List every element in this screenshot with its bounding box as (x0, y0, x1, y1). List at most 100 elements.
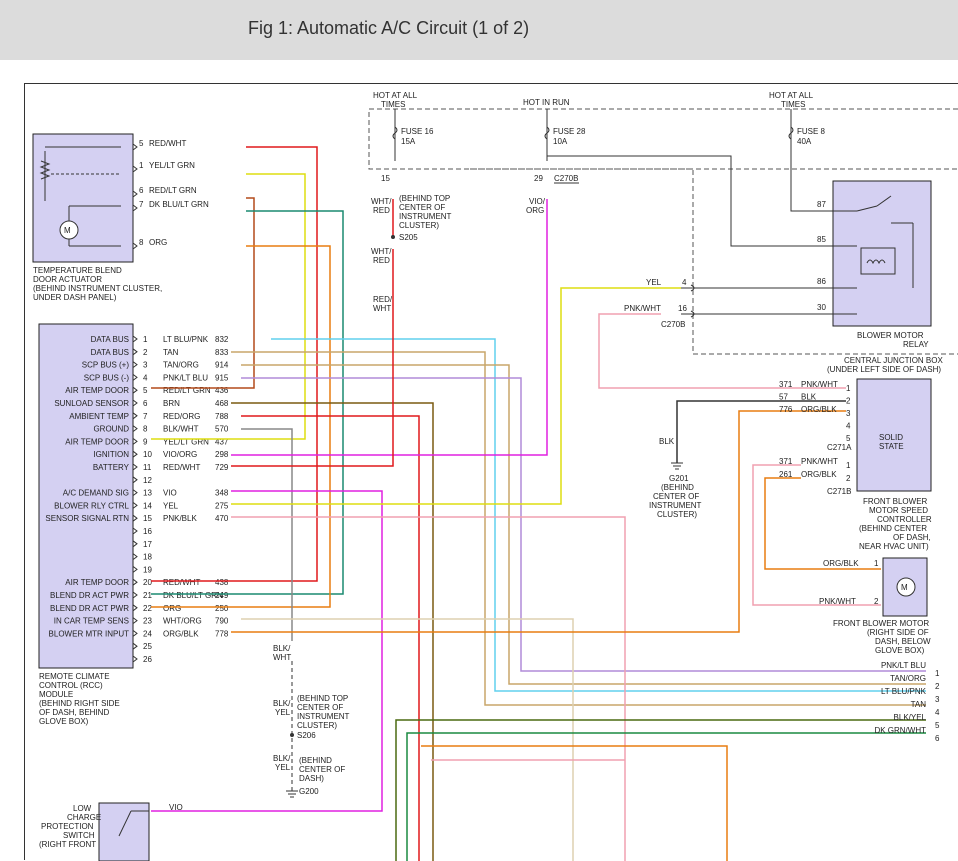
svg-text:RED: RED (373, 206, 390, 215)
rcc-pin-number: 6 (143, 399, 148, 408)
svg-text:INSTRUMENT: INSTRUMENT (649, 501, 702, 510)
rcc-pin-number: 19 (143, 565, 152, 574)
hot-in-run-label: HOT IN RUN (523, 98, 570, 107)
ss-circuit-number: 261 (779, 470, 793, 479)
tbda-pin-1: 1 (139, 161, 144, 170)
rcc-circuit-number: 470 (215, 514, 229, 523)
relay-yel-label: YEL (646, 278, 662, 287)
rcc-pin-name: SENSOR SIGNAL RTN (45, 514, 129, 523)
c271b-label: C271B (827, 487, 851, 496)
potentiometer-icon (39, 160, 51, 180)
rcc-pin-name: AIR TEMP DOOR (65, 578, 129, 587)
svg-text:G201: G201 (669, 474, 689, 483)
relay-pin-86: 86 (817, 277, 826, 286)
svg-text:S206: S206 (297, 731, 316, 740)
rcc-circuit-number: 788 (215, 412, 229, 421)
svg-text:CHARGE: CHARGE (67, 813, 101, 822)
rcc-circuit-number: 249 (215, 591, 229, 600)
tbda-wire-label: RED/WHT (149, 139, 186, 148)
bus-pin-number: 6 (935, 734, 940, 743)
relay-pnk-label: PNK/WHT (624, 304, 661, 313)
rcc-pin-number: 26 (143, 655, 152, 664)
tbda-pin-6: 6 (139, 186, 144, 195)
power-distribution: HOT AT ALL TIMES HOT IN RUN HOT AT ALL T… (368, 91, 958, 355)
svg-text:M: M (64, 226, 71, 235)
svg-text:FRONT BLOWER: FRONT BLOWER (863, 497, 928, 506)
rcc-pin-number: 20 (143, 578, 152, 587)
tbda-wire-label: ORG (149, 238, 167, 247)
ss-pin-number: 4 (846, 422, 851, 431)
rcc-pin-number: 23 (143, 617, 152, 626)
svg-text:(BEHIND TOP: (BEHIND TOP (399, 194, 450, 203)
connector-icon (132, 143, 138, 151)
rcc-circuit-number: 729 (215, 463, 229, 472)
connector-icon (132, 655, 138, 663)
tbda-label-1: TEMPERATURE BLEND (33, 266, 122, 275)
ss-circuit-number: 776 (779, 405, 793, 414)
connector-icon (132, 630, 138, 637)
relay-pin-85: 85 (817, 235, 826, 244)
svg-text:OF DASH,: OF DASH, (893, 533, 931, 542)
wire-tan-org (241, 364, 926, 685)
c271a-label: C271A (827, 443, 852, 452)
ss-circuit-number: 371 (779, 380, 793, 389)
rcc-circuit-number: 468 (215, 399, 229, 408)
wire-red-wht-battery (231, 291, 394, 467)
ss-wire-label: PNK/WHT (801, 380, 838, 389)
rcc-pin-number: 3 (143, 361, 148, 370)
svg-text:TIMES: TIMES (381, 100, 405, 109)
svg-text:2: 2 (874, 597, 879, 606)
rcc-wire-label: RED/WHT (163, 463, 200, 472)
wire-ltblu-pnk (271, 338, 926, 692)
connector-icon (132, 335, 138, 343)
wire-vio (151, 490, 383, 812)
connector-icon (132, 463, 138, 471)
svg-text:DASH, BELOW: DASH, BELOW (875, 637, 931, 646)
ss-wire-label: ORG/BLK (801, 405, 837, 414)
fuse-28-icon (544, 126, 550, 140)
rcc-pin-name: SCP BUS (-) (84, 373, 130, 382)
rcc-label-5: OF DASH, BEHIND (39, 708, 109, 717)
svg-text:(BEHIND: (BEHIND (299, 756, 332, 765)
ground-g201: BLK G201 (BEHIND CENTER OF INSTRUMENT CL… (649, 437, 702, 519)
rcc-circuit-number: 832 (215, 335, 229, 344)
bus-wire-label: DK GRN/WHT (874, 726, 926, 735)
figure-header: Fig 1: Automatic A/C Circuit (1 of 2) (0, 0, 958, 60)
rcc-pin-number: 17 (143, 540, 152, 549)
cjb-label-2: (UNDER LEFT SIDE OF DASH) (827, 365, 941, 374)
rcc-pin-number: 13 (143, 489, 152, 498)
svg-text:CLUSTER): CLUSTER) (399, 221, 439, 230)
wiring-diagram: HOT AT ALL TIMES HOT IN RUN HOT AT ALL T… (24, 83, 958, 861)
svg-text:CLUSTER): CLUSTER) (297, 721, 337, 730)
svg-text:RED: RED (373, 256, 390, 265)
ss-pin-number: 2 (846, 397, 851, 406)
connector-icon (132, 553, 138, 560)
connector-icon (132, 617, 138, 624)
solid-state-label-1: SOLID (879, 433, 903, 442)
wire-org (151, 245, 331, 608)
svg-text:BLK/: BLK/ (273, 644, 291, 653)
svg-text:CENTER OF: CENTER OF (299, 765, 345, 774)
connector-icon (132, 502, 138, 509)
rcc-pin-name: BLEND DR ACT PWR (50, 604, 129, 613)
svg-text:YEL: YEL (275, 763, 291, 772)
rcc-circuit-number: 790 (215, 617, 229, 626)
wire-wht-org (241, 618, 574, 861)
svg-text:CENTER OF: CENTER OF (653, 492, 699, 501)
relay-label-1: BLOWER MOTOR (857, 331, 924, 340)
relay-pin-30: 30 (817, 303, 826, 312)
svg-text:ORG/BLK: ORG/BLK (823, 559, 859, 568)
connector-icon (132, 165, 138, 173)
connector-icon (132, 540, 138, 548)
rcc-circuit-number: 348 (215, 489, 229, 498)
rcc-circuit-number: 437 (215, 437, 229, 446)
wire-red-wht-tbda (151, 146, 318, 582)
svg-text:PROTECTION: PROTECTION (41, 822, 94, 831)
rcc-pin-name: BATTERY (93, 463, 130, 472)
connector-icon (132, 386, 138, 394)
rcc-wire-label: YEL (163, 501, 179, 510)
svg-text:DASH): DASH) (299, 774, 324, 783)
svg-text:CLUSTER): CLUSTER) (657, 510, 697, 519)
bus-pin-number: 1 (935, 669, 940, 678)
splice-s205-id: S205 (399, 233, 418, 242)
